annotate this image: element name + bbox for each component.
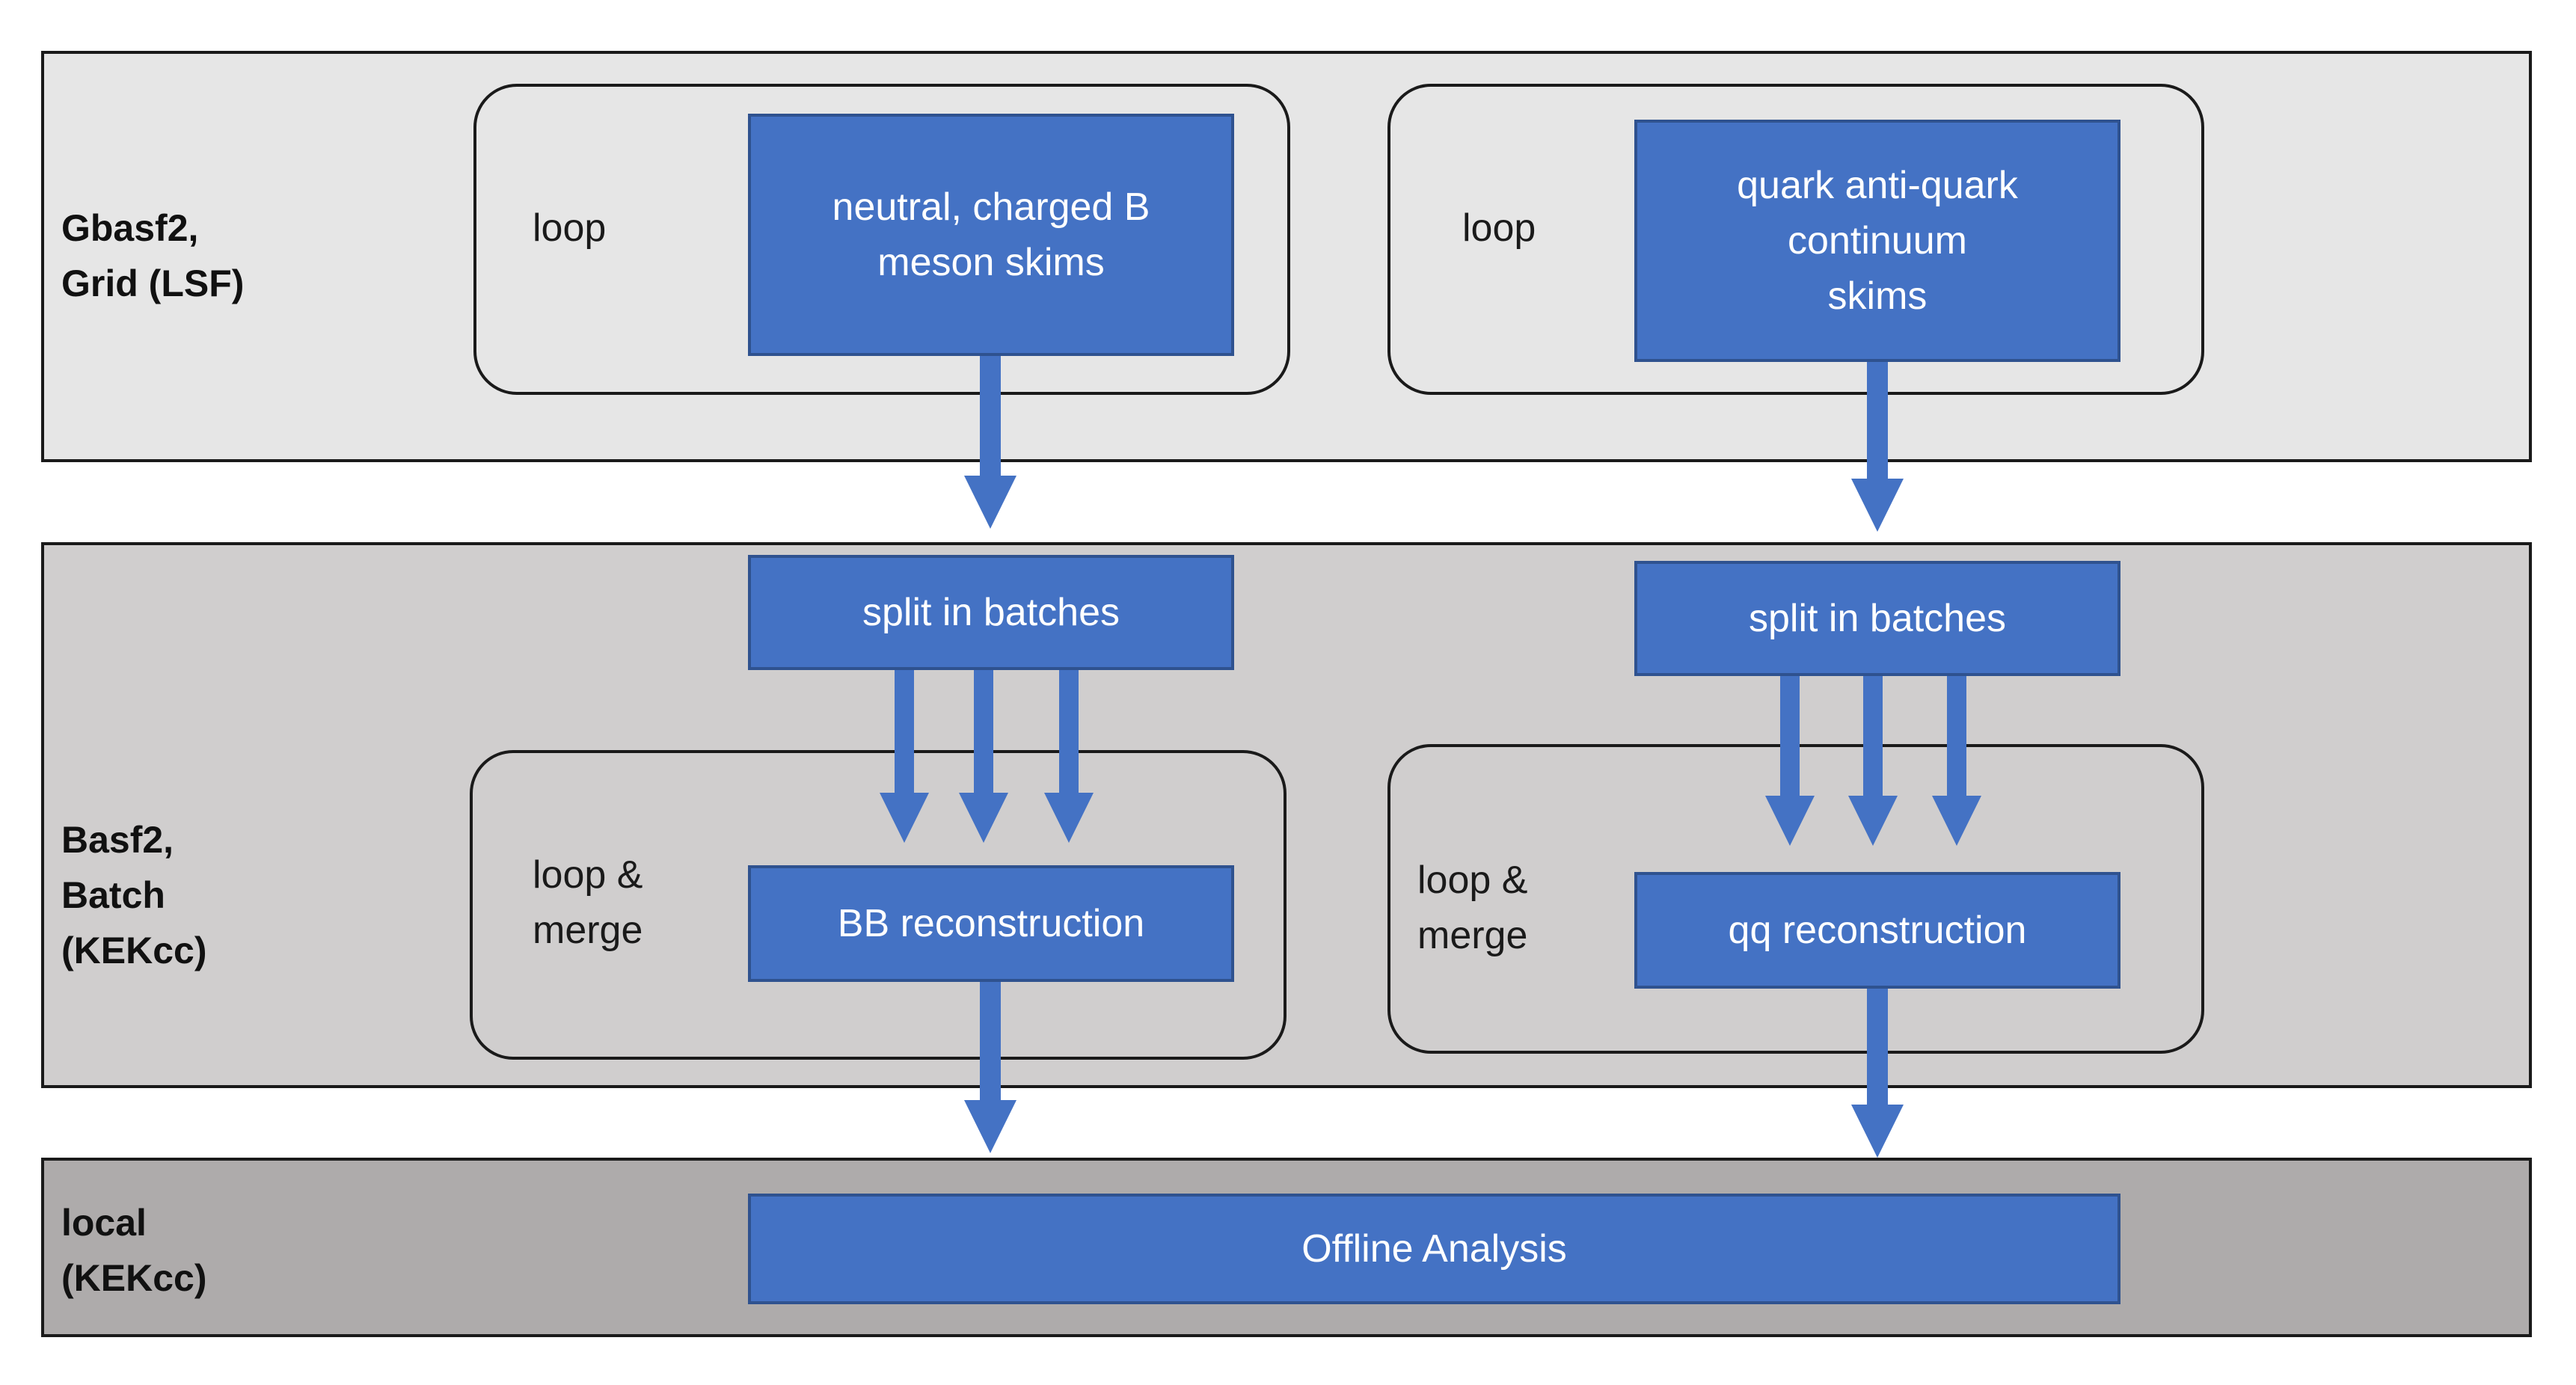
grid-band-label: Gbasf2, Grid (LSF) bbox=[61, 207, 245, 304]
arrow-reco-b-to-offline bbox=[964, 982, 1016, 1153]
batch-loop-b-container bbox=[470, 750, 1287, 1060]
batch-loop-q-label: loop & merge bbox=[1417, 859, 1528, 957]
local-band-label: local (KEKcc) bbox=[61, 1202, 207, 1299]
arrow-split-q-batch-3 bbox=[1932, 676, 1981, 846]
bb-reconstruction-box: BB reconstruction bbox=[748, 865, 1234, 982]
batch-band-label: Basf2, Batch (KEKcc) bbox=[61, 819, 207, 971]
split-batches-q-box: split in batches bbox=[1634, 561, 2120, 676]
arrow-split-q-batch-2 bbox=[1848, 676, 1898, 846]
qq-reconstruction-box: qq reconstruction bbox=[1634, 872, 2120, 989]
continuum-skims-box: quark anti-quark continuum skims bbox=[1634, 120, 2120, 362]
arrow-split-b-batch-1 bbox=[880, 670, 929, 843]
grid-loop-q-label: loop bbox=[1462, 206, 1536, 250]
arrow-split-q-batch-1 bbox=[1765, 676, 1815, 846]
arrow-split-b-batch-3 bbox=[1044, 670, 1094, 843]
b-meson-skims-box: neutral, charged B meson skims bbox=[748, 114, 1234, 356]
arrow-split-b-batch-2 bbox=[959, 670, 1008, 843]
grid-loop-b-container bbox=[473, 84, 1290, 395]
arrow-reco-q-to-offline bbox=[1851, 989, 1904, 1158]
batch-loop-b-label: loop & merge bbox=[533, 853, 643, 952]
offline-analysis-box: Offline Analysis bbox=[748, 1194, 2120, 1304]
arrow-skim-b-to-split bbox=[964, 356, 1016, 529]
split-batches-b-box: split in batches bbox=[748, 555, 1234, 670]
grid-loop-b-label: loop bbox=[533, 206, 607, 250]
grid-loop-q-container bbox=[1387, 84, 2204, 395]
arrow-skim-q-to-split bbox=[1851, 362, 1904, 532]
